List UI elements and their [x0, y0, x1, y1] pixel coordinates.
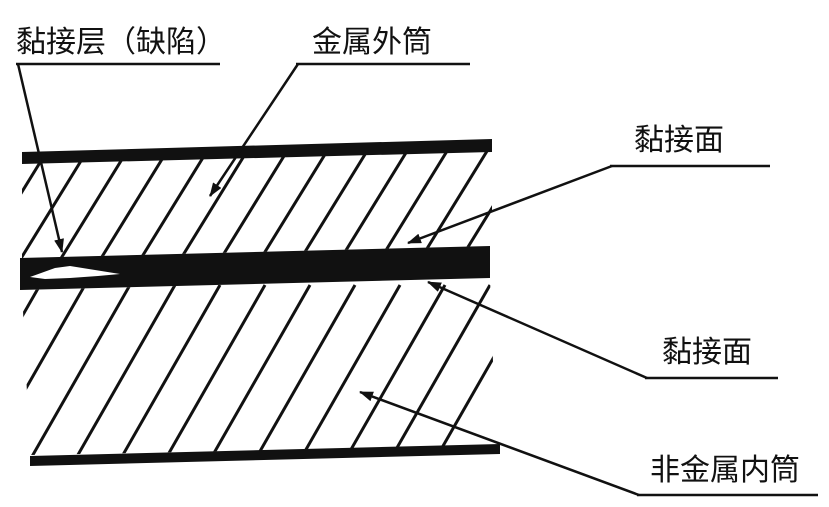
label-adhesive-layer-defect: 黏接层（缺陷）	[16, 25, 226, 60]
leader-adhesive-defect-arrow	[16, 63, 64, 253]
leader-bond-upper-arrow	[407, 164, 613, 245]
label-bond-surface-lower: 黏接面	[662, 335, 752, 370]
adhesive-layer-band	[20, 246, 490, 290]
leader-lines	[16, 62, 818, 497]
inner-tube-hatching	[22, 284, 496, 455]
leader-outer-tube-arrow	[208, 63, 300, 197]
leader-bond-lower-arrow	[427, 280, 648, 380]
adhesive-defect-void	[30, 266, 120, 279]
label-nonmetal-inner-tube: 非金属内筒	[650, 453, 800, 488]
outer-tube-top-wall	[22, 139, 492, 164]
label-bond-surface-upper: 黏接面	[634, 123, 724, 158]
label-metal-outer-tube: 金属外筒	[312, 25, 432, 60]
leader-inner-tube-arrow	[359, 390, 640, 497]
inner-tube-bottom-wall	[30, 444, 500, 466]
